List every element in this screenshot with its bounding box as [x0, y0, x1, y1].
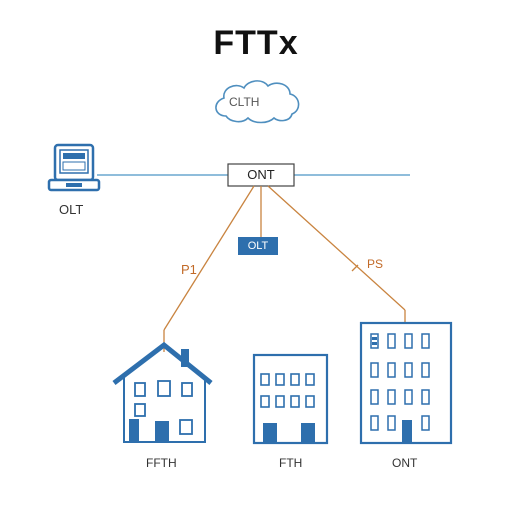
- olt-laptop-icon: [47, 143, 101, 192]
- drop-line-left: [163, 185, 255, 331]
- house-caption: FFTH: [146, 456, 177, 470]
- office-caption: FTH: [279, 456, 303, 470]
- tower-building-icon: [359, 321, 453, 445]
- cloud-label: CLTH: [229, 95, 260, 109]
- link-label-left: P1: [181, 262, 197, 277]
- cloud-icon: [215, 80, 300, 124]
- link-label-right: PS: [367, 257, 384, 271]
- drop-line-right: [267, 185, 406, 311]
- olt-label: OLT: [59, 202, 84, 217]
- house-icon: [112, 341, 213, 443]
- page-title: FTTx: [213, 24, 299, 62]
- ps-tick: [351, 264, 359, 272]
- olt-badge: OLT: [238, 237, 278, 255]
- office-building-icon: [252, 353, 329, 445]
- ont-box-label: ONT: [247, 167, 275, 182]
- tower-caption: ONT: [392, 456, 418, 470]
